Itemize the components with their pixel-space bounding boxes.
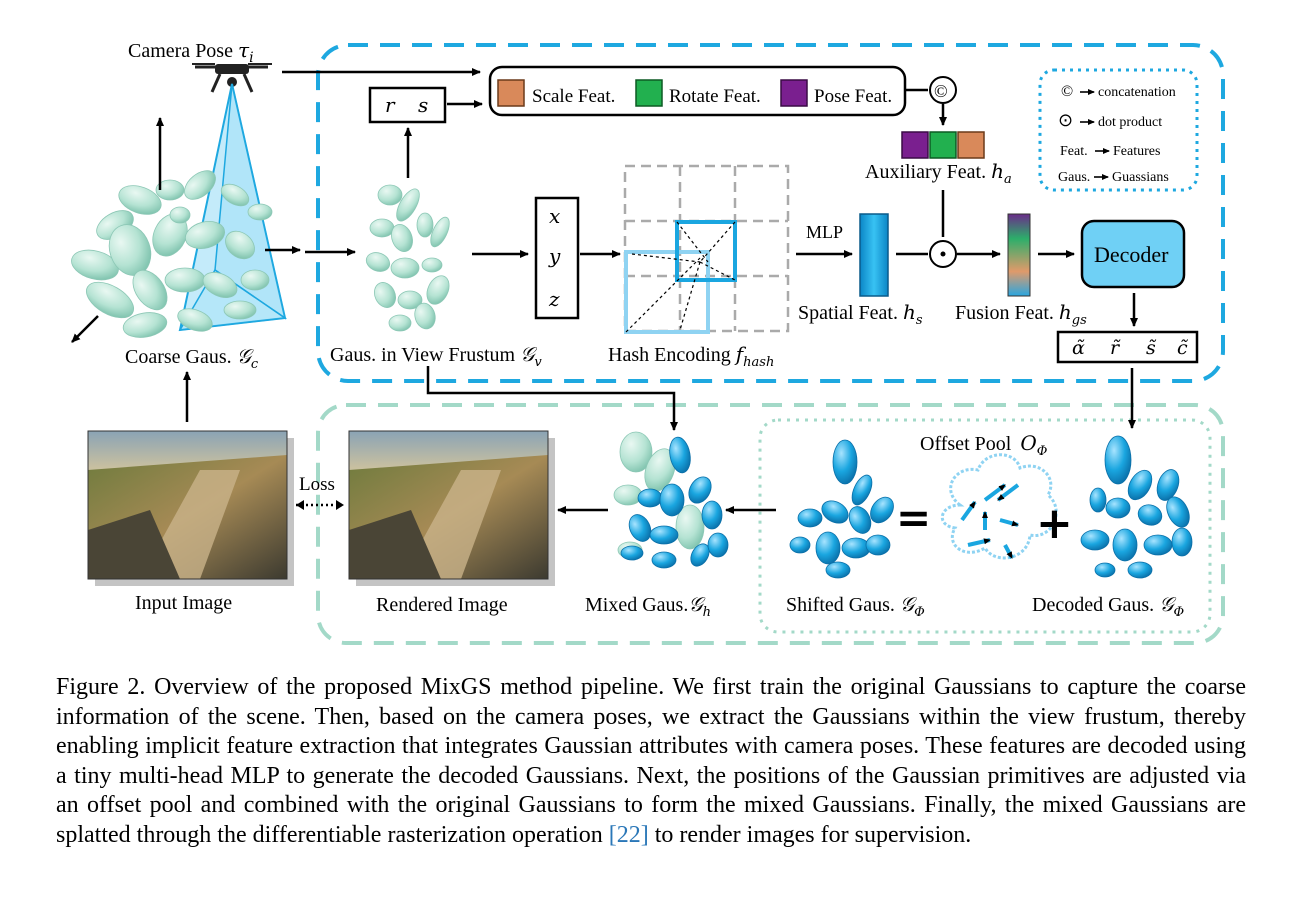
output-alpha: α̃	[1072, 337, 1085, 359]
spatial-feat-label: Spatial Feat. hs	[798, 300, 923, 328]
input-image	[87, 430, 294, 586]
s-label: s	[418, 93, 428, 117]
r-label: r	[385, 93, 396, 117]
rotate-feat-swatch	[635, 79, 663, 107]
legend-text-3: Guassians	[1112, 170, 1169, 185]
mixed-gaussians	[613, 431, 729, 569]
x-label: x	[549, 204, 560, 228]
legend-sym-3: Gaus.	[1058, 170, 1090, 185]
aux-pose-block	[901, 131, 929, 159]
y-label: y	[548, 244, 561, 268]
pose-feat-label: Pose Feat.	[814, 86, 892, 107]
caption-text: Figure 2. Overview of the proposed MixGS…	[56, 674, 1246, 848]
legend-text-1: dot product	[1098, 115, 1162, 130]
output-c: c̃	[1177, 337, 1189, 359]
camera-pose-label: Camera Pose τi	[128, 38, 254, 66]
offset-pool-label: Offset Pool OΦ	[920, 431, 1048, 459]
caption-text-end: to render images for supervision.	[648, 821, 972, 848]
frustum-gaus-label: Gaus. in View Frustum 𝒢v	[330, 342, 542, 370]
legend-box	[1038, 68, 1199, 192]
pipeline-figure: © concatenation ⊙ dot product Feat. Feat…	[71, 38, 1225, 645]
legend-sym-1: ⊙	[1058, 110, 1073, 130]
xyz-box	[534, 196, 580, 320]
hash-enc-label: Hash Encoding fhash	[608, 342, 774, 370]
decoded-gaussians	[1080, 435, 1193, 579]
feature-extraction-region	[316, 43, 1225, 383]
output-s: s̃	[1146, 337, 1157, 359]
legend: © concatenation ⊙ dot product Feat. Feat…	[1058, 83, 1176, 185]
plus-sign: +	[1036, 498, 1073, 549]
aux-scale-block	[957, 131, 985, 159]
legend-sym-0: ©	[1061, 83, 1073, 100]
offset-pool-cloud	[941, 453, 1058, 560]
equals-sign: =	[896, 493, 931, 542]
shifted-gaus-label: Shifted Gaus. 𝒢Φ	[786, 592, 925, 620]
hash-grid	[623, 164, 790, 334]
spatial-feat-bar	[859, 213, 889, 297]
decoded-attrs-box	[1056, 330, 1199, 364]
legend-sym-2: Feat.	[1060, 144, 1088, 159]
fusion-feat-label: Fusion Feat. hgs	[955, 300, 1087, 328]
legend-text-2: Features	[1113, 144, 1160, 159]
aux-rotate-block	[929, 131, 957, 159]
rotate-feat-label: Rotate Feat.	[669, 86, 761, 107]
fusion-feat-bar	[1007, 213, 1031, 297]
input-image-label: Input Image	[135, 592, 232, 614]
mixed-gaus-label: Mixed Gaus.𝒢h	[585, 592, 711, 620]
concat-symbol: ©	[934, 81, 948, 101]
legend-text-0: concatenation	[1098, 85, 1176, 100]
rendered-image-label: Rendered Image	[376, 594, 508, 616]
concat-operator	[929, 76, 957, 104]
decoder-label: Decoder	[1094, 242, 1169, 267]
coarse-gaus-label: Coarse Gaus. 𝒢c	[125, 344, 259, 372]
scale-feat-swatch	[497, 79, 525, 107]
z-label: z	[548, 287, 560, 311]
frustum-gaussians	[365, 184, 450, 332]
pose-feat-swatch	[780, 79, 808, 107]
rs-box	[368, 86, 447, 124]
citation-link[interactable]: [22]	[608, 821, 649, 848]
decoded-gaus-label: Decoded Gaus. 𝒢Φ	[1032, 592, 1184, 620]
coarse-gaussians	[71, 170, 273, 338]
output-r: r̃	[1110, 337, 1121, 359]
drone-icon	[192, 63, 272, 93]
aux-feat-label: Auxiliary Feat. ha	[865, 159, 1012, 187]
shifted-gaussians	[789, 439, 894, 579]
mlp-label: MLP	[806, 222, 843, 242]
mixing-region	[316, 403, 1225, 645]
offset-region	[758, 418, 1212, 634]
decoder-block	[1080, 219, 1186, 289]
rendered-image	[348, 430, 555, 586]
scale-feat-label: Scale Feat.	[532, 86, 615, 107]
loss-label: Loss	[299, 474, 335, 495]
figure-caption: Figure 2. Overview of the proposed MixGS…	[56, 673, 1246, 850]
